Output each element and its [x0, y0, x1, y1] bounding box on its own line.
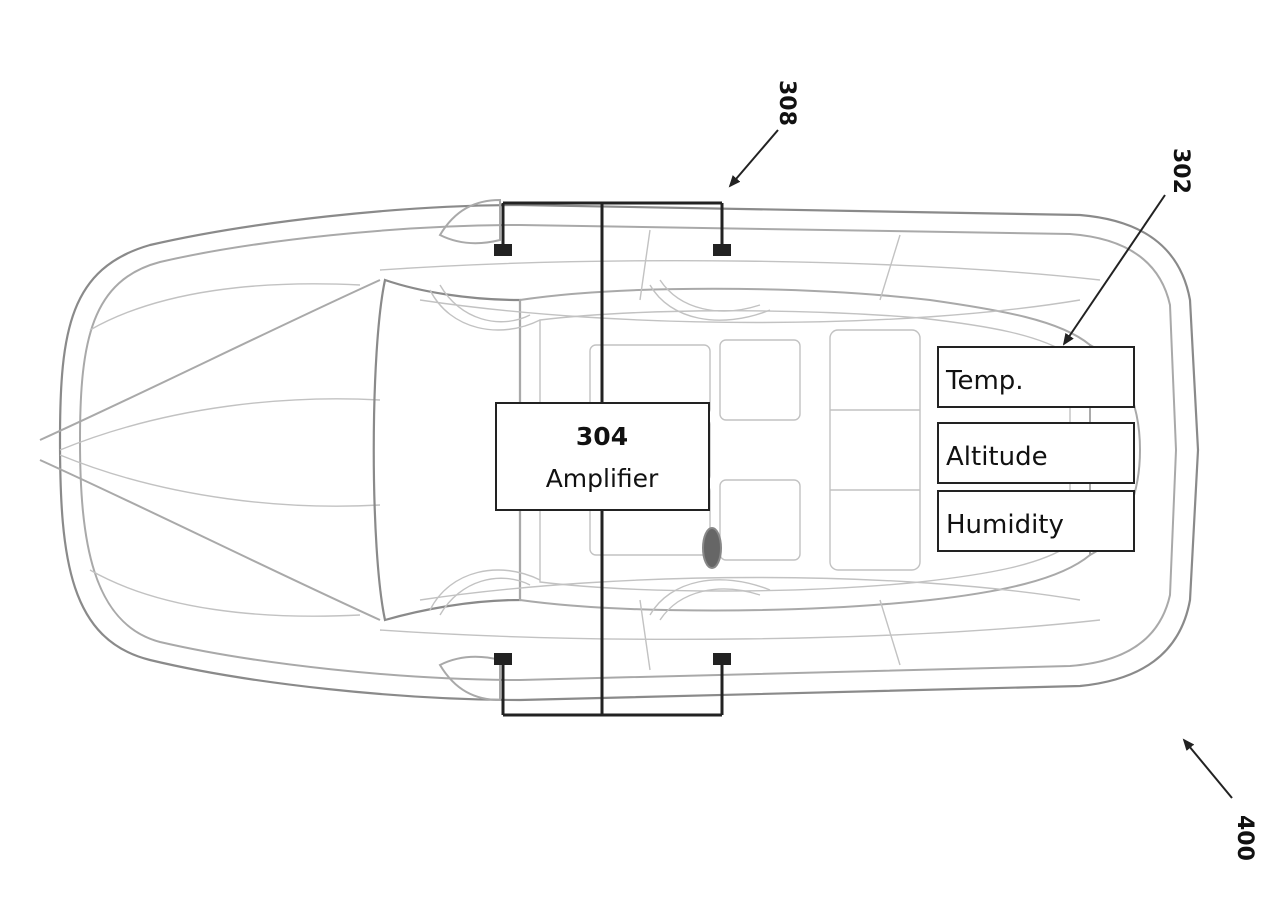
sill-top: [379, 259, 1101, 281]
sensor-boxes: Temp. Altitude Humidity: [937, 346, 1135, 552]
door-line-top-1: [639, 229, 651, 301]
reference-302: 302: [1062, 148, 1193, 346]
ref-arrow-400: [1182, 738, 1233, 799]
hood-center-curve-2: [59, 454, 381, 507]
amplifier-label: Amplifier: [546, 464, 659, 493]
speakers: [494, 244, 731, 665]
ref-label-302: 302: [1168, 148, 1193, 194]
door-line-bottom-1: [639, 599, 651, 671]
door-line-bottom-2: [879, 599, 901, 666]
sensor-label-humidity: Humidity: [946, 510, 1064, 540]
speaker-front-left: [494, 244, 512, 256]
speaker-rear-right: [713, 653, 731, 665]
amplifier-number: 304: [576, 422, 628, 451]
car-body-outline: [58, 203, 1200, 702]
sill-bottom-2: [419, 576, 1081, 601]
speaker-rear-left: [713, 244, 731, 256]
windshield: [372, 278, 522, 622]
speaker-front-right: [494, 653, 512, 665]
reference-400: 400: [1182, 738, 1257, 861]
ref-label-400: 400: [1232, 815, 1257, 861]
sensor-label-temp: Temp.: [945, 366, 1024, 396]
car-body-inner-outline: [78, 223, 1178, 682]
mirror-bottom: [438, 655, 501, 702]
hood-line-bottom: [39, 459, 381, 621]
hood-center-curve: [59, 398, 381, 451]
hood-line-top: [39, 279, 381, 441]
ref-arrow-302: [1062, 194, 1166, 346]
sensor-box-temp: [937, 346, 1135, 408]
ref-arrow-308: [728, 129, 779, 188]
sensor-label-altitude: Altitude: [946, 442, 1048, 472]
reference-308: 308: [728, 80, 799, 188]
speaker-contours: [429, 279, 771, 621]
ref-label-308: 308: [774, 80, 799, 126]
sensor-box-altitude: [937, 422, 1135, 484]
amplifier-box: 304 Amplifier: [495, 402, 710, 511]
gear-knob: [702, 527, 722, 569]
hood-arc-bottom: [89, 569, 361, 617]
sensor-box-humidity: [937, 490, 1135, 552]
hood-arc-top: [89, 283, 361, 331]
mirror-top: [438, 198, 501, 245]
sill-bottom: [379, 619, 1101, 641]
sill-top-2: [419, 299, 1081, 324]
door-line-top-2: [879, 234, 901, 301]
